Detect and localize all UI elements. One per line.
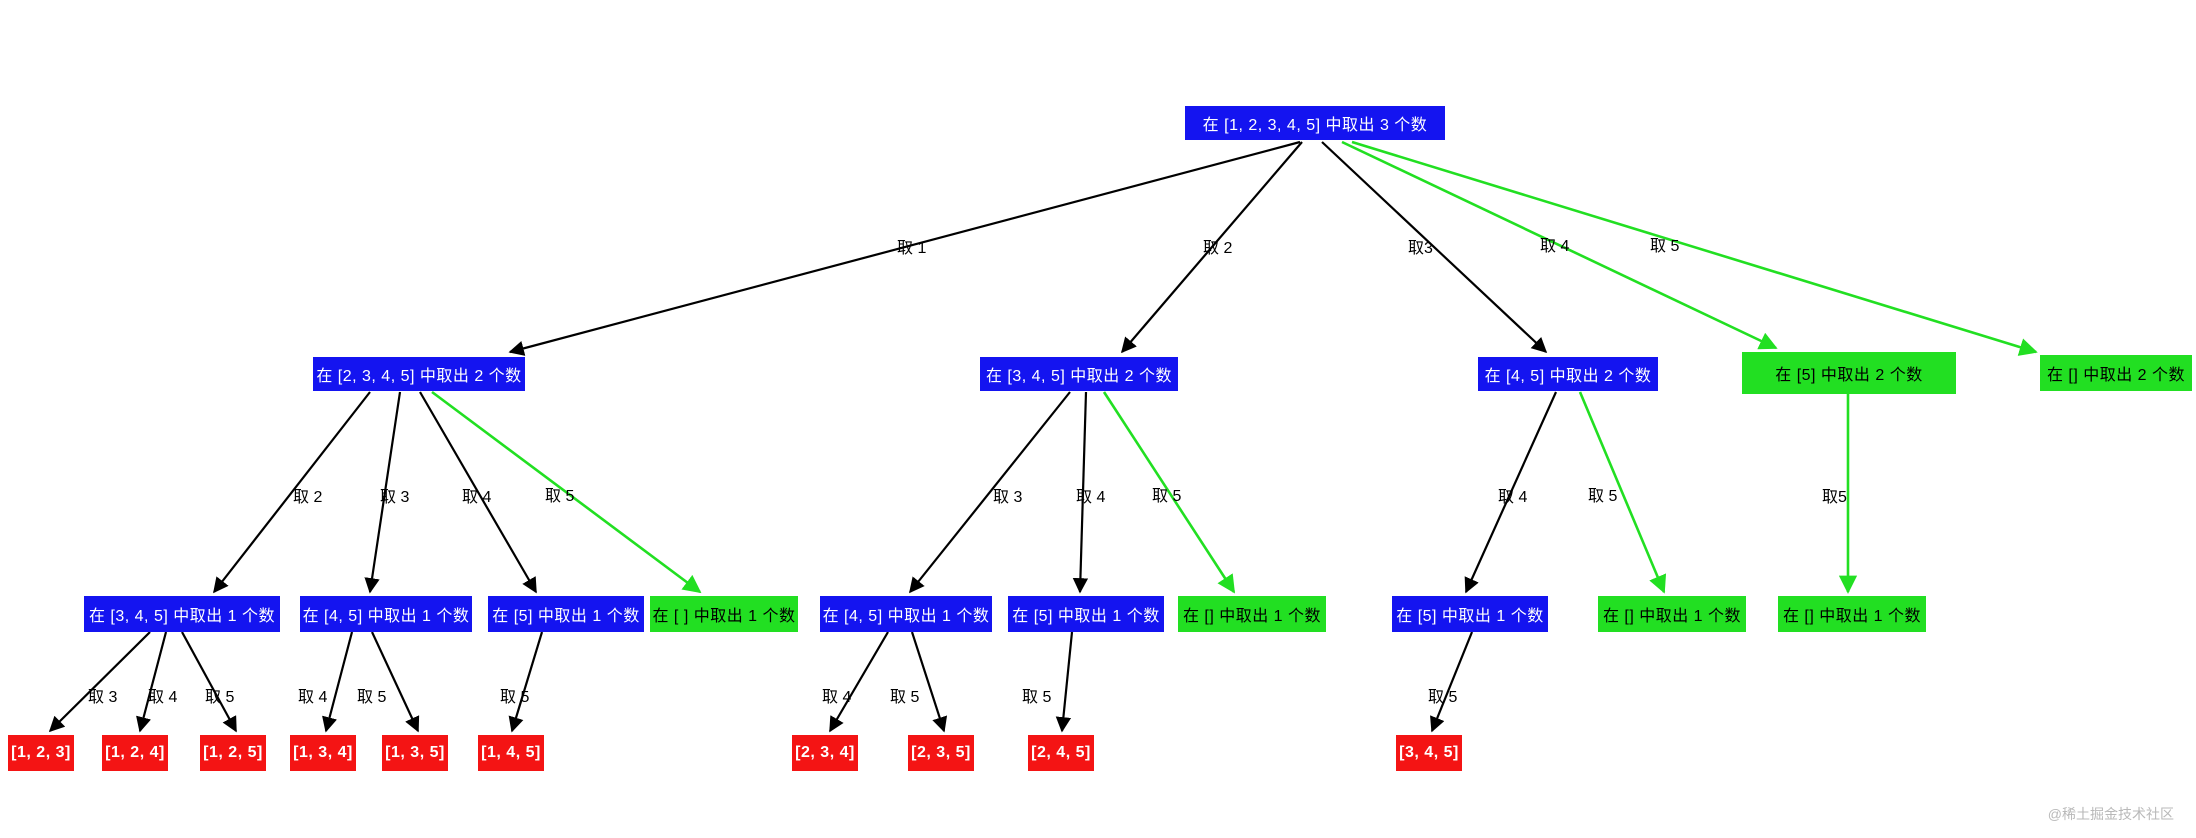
- tree-node-l2a[interactable]: 在 [3, 4, 5] 中取出 1 个数: [84, 596, 280, 632]
- tree-node-r8[interactable]: [2, 3, 5]: [908, 735, 974, 771]
- edge-label-l2e-to-r7: 取 4: [822, 689, 852, 706]
- tree-node-r4[interactable]: [1, 3, 4]: [290, 735, 356, 771]
- tree-edge-l2e-to-r7: [829, 631, 889, 733]
- edge-label-l1b-to-l2e: 取 3: [993, 489, 1023, 506]
- tree-edge-root-to-l1e: [1351, 140, 2038, 356]
- edge-label-l1a-to-l2c: 取 4: [462, 489, 492, 506]
- tree-node-l2h[interactable]: 在 [5] 中取出 1 个数: [1392, 596, 1548, 632]
- edge-label-l2f-to-r9: 取 5: [1022, 689, 1052, 706]
- edge-label-l2b-to-r4: 取 4: [298, 689, 328, 706]
- edge-label-l2e-to-r8: 取 5: [890, 689, 920, 706]
- tree-node-l1e[interactable]: 在 [] 中取出 2 个数: [2040, 355, 2192, 391]
- edge-label-l1b-to-l2g: 取 5: [1152, 488, 1182, 505]
- tree-edge-root-to-l1c: [1321, 141, 1548, 354]
- tree-node-r3[interactable]: [1, 2, 5]: [200, 735, 266, 771]
- tree-node-l1d[interactable]: 在 [5] 中取出 2 个数: [1742, 352, 1956, 394]
- tree-edge-l2b-to-r4: [322, 631, 354, 733]
- tree-node-r1[interactable]: [1, 2, 3]: [8, 735, 74, 771]
- tree-edge-l2f-to-r9: [1055, 631, 1074, 733]
- tree-node-l2f[interactable]: 在 [5] 中取出 1 个数: [1008, 596, 1164, 632]
- tree-node-l2b[interactable]: 在 [4, 5] 中取出 1 个数: [300, 596, 472, 632]
- tree-node-r2[interactable]: [1, 2, 4]: [102, 735, 168, 771]
- tree-node-l1c[interactable]: 在 [4, 5] 中取出 2 个数: [1478, 357, 1658, 391]
- tree-edge-l2c-to-r6: [508, 631, 544, 733]
- edge-label-l1a-to-l2d: 取 5: [545, 488, 575, 505]
- watermark: @稀土掘金技术社区: [2047, 806, 2174, 822]
- tree-edge-l1a-to-l2a: [213, 391, 371, 594]
- edge-label-root-to-l1c: 取3: [1408, 240, 1433, 257]
- tree-edge-l2a-to-r1: [48, 631, 151, 733]
- tree-node-l2i[interactable]: 在 [] 中取出 1 个数: [1598, 596, 1746, 632]
- tree-edge-l2h-to-r10: [1430, 631, 1474, 733]
- tree-node-l1a[interactable]: 在 [2, 3, 4, 5] 中取出 2 个数: [313, 357, 525, 391]
- tree-node-l2c[interactable]: 在 [5] 中取出 1 个数: [488, 596, 644, 632]
- edge-label-l2a-to-r3: 取 5: [205, 689, 235, 706]
- edge-label-l1c-to-l2i: 取 5: [1588, 488, 1618, 505]
- edge-label-root-to-l1d: 取 4: [1540, 238, 1570, 255]
- edge-label-root-to-l1e: 取 5: [1650, 238, 1680, 255]
- edge-label-l1a-to-l2a: 取 2: [293, 489, 323, 506]
- edge-label-l1d-to-l2j: 取5: [1822, 489, 1847, 506]
- edge-label-l2b-to-r5: 取 5: [357, 689, 387, 706]
- tree-node-l1b[interactable]: 在 [3, 4, 5] 中取出 2 个数: [980, 357, 1178, 391]
- edge-label-l2c-to-r6: 取 5: [500, 689, 530, 706]
- edge-label-l2a-to-r2: 取 4: [148, 689, 178, 706]
- tree-edge-l2e-to-r8: [910, 631, 948, 733]
- tree-edge-l2b-to-r5: [371, 631, 420, 733]
- tree-node-r6[interactable]: [1, 4, 5]: [478, 735, 544, 771]
- tree-node-l2d[interactable]: 在 [ ] 中取出 1 个数: [650, 596, 798, 632]
- tree-node-l2g[interactable]: 在 [] 中取出 1 个数: [1178, 596, 1326, 632]
- tree-node-r9[interactable]: [2, 4, 5]: [1028, 735, 1094, 771]
- tree-node-l2j[interactable]: 在 [] 中取出 1 个数: [1778, 596, 1926, 632]
- tree-edge-l2a-to-r2: [136, 631, 168, 733]
- tree-node-root[interactable]: 在 [1, 2, 3, 4, 5] 中取出 3 个数: [1185, 106, 1445, 140]
- edge-label-l1a-to-l2b: 取 3: [380, 489, 410, 506]
- edge-label-l1c-to-l2h: 取 4: [1498, 489, 1528, 506]
- tree-edge-l1b-to-l2e: [909, 391, 1071, 594]
- tree-node-r5[interactable]: [1, 3, 5]: [382, 735, 448, 771]
- edge-label-l1b-to-l2f: 取 4: [1076, 489, 1106, 506]
- edge-label-root-to-l1a: 取 1: [897, 240, 927, 257]
- tree-node-r10[interactable]: [3, 4, 5]: [1396, 735, 1462, 771]
- tree-node-r7[interactable]: [2, 3, 4]: [792, 735, 858, 771]
- edge-label-l2a-to-r1: 取 3: [88, 689, 118, 706]
- edge-label-root-to-l1b: 取 2: [1203, 240, 1233, 257]
- tree-node-l2e[interactable]: 在 [4, 5] 中取出 1 个数: [820, 596, 992, 632]
- edge-label-l2h-to-r10: 取 5: [1428, 689, 1458, 706]
- tree-edge-l2a-to-r3: [181, 631, 237, 733]
